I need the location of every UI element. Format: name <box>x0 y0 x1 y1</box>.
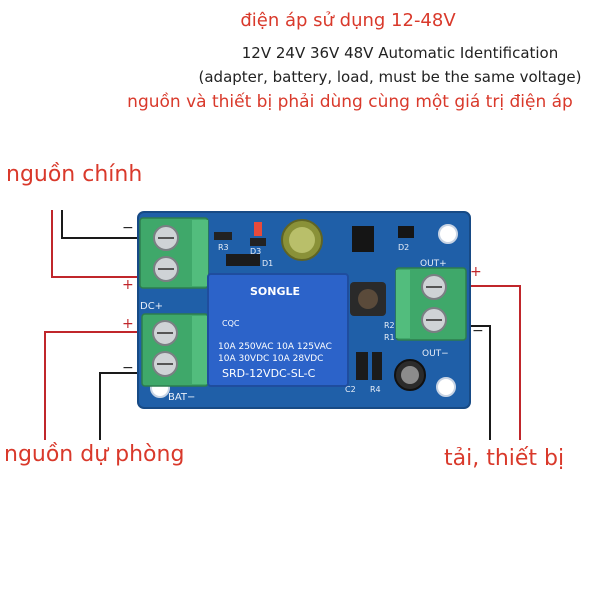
resistor-r4 <box>372 352 382 380</box>
r2-label: R2 <box>384 321 395 330</box>
out-positive-label: OUT+ <box>420 259 447 269</box>
terminal-side <box>192 220 208 286</box>
mounting-hole <box>436 377 456 397</box>
dc-label: DC+ <box>140 301 163 312</box>
backup-power-label: nguồn dự phòng <box>4 442 185 467</box>
backup-negative-wire <box>99 372 152 440</box>
relay-brand: SONGLE <box>250 285 300 298</box>
auto-identification-text: 12V 24V 36V 48V Automatic Identification <box>241 44 559 62</box>
relay <box>207 273 349 387</box>
relay-rating-1: 10A 250VAC 10A 125VAC <box>218 342 332 352</box>
r1-label: R1 <box>384 333 395 342</box>
load-label: tải, thiết bị <box>444 446 565 471</box>
terminal-side <box>396 270 410 338</box>
relay-model: SRD-12VDC-SL-C <box>222 367 316 380</box>
diode-d1 <box>226 254 260 266</box>
voltage-note-text: (adapter, battery, load, must be the sam… <box>198 68 582 86</box>
backup-positive-wire <box>44 331 152 440</box>
ic-chip <box>352 226 374 252</box>
main-positive-sign: + <box>122 277 134 293</box>
resistor-r3 <box>214 232 232 240</box>
capacitor-top <box>289 227 315 253</box>
d3-label: D3 <box>250 247 261 256</box>
bat-label: BAT− <box>168 392 195 403</box>
d1-label: D1 <box>262 259 273 268</box>
load-positive-wire <box>455 285 521 440</box>
main-power-label: nguồn chính <box>6 162 143 187</box>
main-positive-wire <box>51 210 150 278</box>
backup-positive-sign: + <box>122 316 134 332</box>
out-negative-label: OUT− <box>422 349 449 359</box>
diode-d3 <box>250 238 266 246</box>
terminal-side <box>192 316 208 384</box>
relay-rating-2: 10A 30VDC 10A 28VDC <box>218 354 323 364</box>
capacitor-c2 <box>356 352 368 380</box>
r3-label: R3 <box>218 243 229 252</box>
main-negative-sign: − <box>122 220 134 236</box>
small-capacitor-top <box>401 366 419 384</box>
backup-negative-sign: − <box>122 360 134 376</box>
relay-cert: CQC <box>222 319 240 328</box>
main-negative-wire <box>61 210 150 239</box>
c2-label: C2 <box>345 385 356 394</box>
voltage-range-text: điện áp sử dụng 12-48V <box>240 10 456 31</box>
load-negative-sign: − <box>472 323 484 339</box>
same-voltage-warning: nguồn và thiết bị phải dùng cùng một giá… <box>127 92 573 112</box>
inductor-core <box>358 289 378 309</box>
load-positive-sign: + <box>470 264 482 280</box>
d2-label: D2 <box>398 243 409 252</box>
led-indicator <box>254 222 262 236</box>
diode-d2 <box>398 226 414 238</box>
r4-label: R4 <box>370 385 381 394</box>
mounting-hole <box>438 224 458 244</box>
